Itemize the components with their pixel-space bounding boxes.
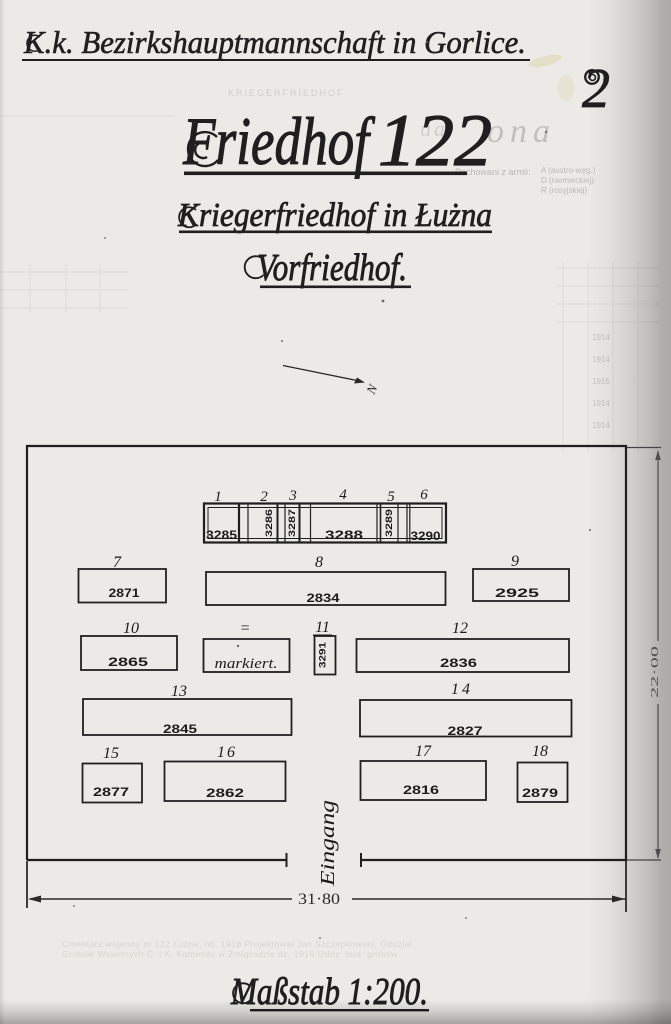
svg-text:1: 1	[214, 489, 222, 505]
svg-text:KRIEGERFRIEDHOF: KRIEGERFRIEDHOF	[228, 88, 345, 98]
svg-text:9: 9	[511, 553, 519, 570]
svg-text:3288: 3288	[325, 528, 363, 542]
svg-text:Maßstab 1:200.: Maßstab 1:200.	[230, 971, 428, 1013]
svg-text:10: 10	[123, 620, 139, 637]
svg-text:2: 2	[582, 58, 610, 120]
svg-text:=: =	[240, 620, 251, 637]
svg-text:Kriegerfriedhof in Łużna: Kriegerfriedhof in Łużna	[177, 197, 492, 234]
svg-text:Grobów Wojennych C. i K. Komen: Grobów Wojennych C. i K. Komendy w Żmigr…	[62, 949, 398, 959]
svg-text:2877: 2877	[93, 785, 129, 799]
svg-text:1915: 1915	[592, 377, 610, 386]
svg-text:8: 8	[315, 554, 323, 571]
svg-text:1914: 1914	[592, 333, 610, 342]
svg-text:3287: 3287	[287, 509, 298, 537]
svg-text:Cmentarz wojenny nr 122 Łużna,: Cmentarz wojenny nr 122 Łużna, ob. 1918 …	[62, 939, 412, 949]
svg-text:17: 17	[415, 743, 432, 760]
svg-text:14: 14	[451, 681, 473, 698]
svg-text:31·80: 31·80	[298, 891, 340, 908]
svg-text:3285: 3285	[206, 528, 237, 542]
svg-text:1914: 1914	[592, 355, 610, 364]
svg-text:15: 15	[103, 745, 119, 762]
svg-text:2816: 2816	[403, 783, 439, 797]
svg-text:3: 3	[288, 488, 297, 504]
svg-text:13: 13	[171, 683, 187, 700]
svg-text:4: 4	[339, 487, 347, 503]
svg-text:Eingang: Eingang	[317, 800, 339, 887]
svg-text:16: 16	[217, 744, 237, 761]
svg-text:markiert.: markiert.	[215, 656, 278, 672]
svg-text:2925: 2925	[495, 586, 540, 600]
svg-text:2862: 2862	[206, 786, 244, 800]
svg-text:6: 6	[420, 487, 428, 503]
svg-text:3291: 3291	[318, 641, 329, 668]
svg-text:2879: 2879	[522, 786, 558, 800]
svg-text:ona: ona	[487, 113, 556, 150]
svg-text:Pochowani z armii:: Pochowani z armii:	[455, 167, 531, 177]
svg-text:R (rosyjskiej): R (rosyjskiej)	[541, 186, 588, 195]
svg-text:3290: 3290	[411, 529, 441, 543]
svg-text:2865: 2865	[108, 655, 148, 669]
svg-text:N: N	[363, 381, 381, 397]
svg-text:A (austro-węg.): A (austro-węg.)	[541, 166, 596, 175]
svg-text:Friedhof: Friedhof	[182, 103, 375, 179]
svg-text:D (niemieckiej): D (niemieckiej)	[541, 176, 594, 185]
svg-text:5: 5	[387, 489, 395, 505]
svg-text:22·00: 22·00	[650, 646, 661, 698]
svg-text:ua: ua	[420, 116, 448, 141]
svg-text:Vorfriedhof.: Vorfriedhof.	[257, 247, 407, 289]
svg-text:2845: 2845	[163, 722, 197, 736]
svg-text:1914: 1914	[592, 421, 610, 430]
svg-text:3286: 3286	[264, 509, 275, 537]
svg-text:11: 11	[315, 619, 330, 636]
svg-text:2834: 2834	[307, 591, 340, 605]
svg-text:2827: 2827	[448, 724, 483, 738]
svg-text:K.k. Bezirkshauptmannschaft in: K.k. Bezirkshauptmannschaft in Gorlice.	[23, 24, 526, 60]
svg-text:3289: 3289	[384, 509, 395, 537]
svg-text:7: 7	[113, 554, 122, 571]
svg-text:12: 12	[452, 620, 468, 637]
svg-text:2871: 2871	[109, 586, 140, 600]
svg-text:1914: 1914	[592, 399, 610, 408]
svg-text:2: 2	[260, 489, 268, 505]
svg-text:122: 122	[378, 100, 492, 182]
svg-text:2836: 2836	[440, 656, 477, 670]
svg-text:18: 18	[532, 743, 548, 760]
